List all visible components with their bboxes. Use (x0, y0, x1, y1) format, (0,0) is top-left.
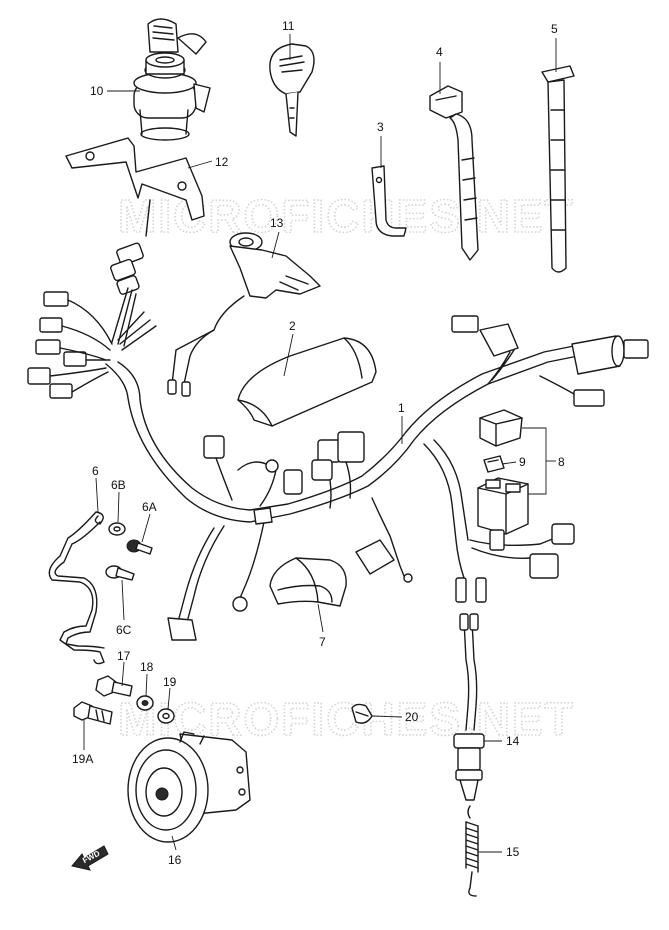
callout-13: 13 (270, 216, 284, 230)
callout-16: 16 (168, 853, 182, 867)
callout-8: 8 (558, 455, 565, 469)
callout-6: 6 (92, 464, 99, 478)
callout-6a: 6A (142, 500, 157, 514)
callout-5: 5 (551, 22, 558, 36)
fuse-part[interactable] (483, 455, 505, 473)
fuse-box-part[interactable] (477, 477, 529, 551)
callout-10: 10 (90, 84, 104, 98)
stop-switch-part[interactable] (453, 613, 485, 801)
bolt-17-part[interactable] (95, 675, 133, 697)
screw-6c-part[interactable] (105, 565, 135, 581)
callout-19a: 19A (72, 752, 93, 766)
screw-6a-part[interactable] (126, 539, 153, 555)
callout-2: 2 (289, 319, 296, 333)
callout-19: 19 (163, 675, 177, 689)
callout-7: 7 (319, 635, 326, 649)
callout-11: 11 (282, 19, 295, 33)
switch-holder-part[interactable] (167, 232, 321, 397)
callout-6c: 6C (116, 623, 132, 637)
callout-14: 14 (506, 734, 520, 748)
protector-part[interactable] (269, 557, 347, 607)
horn-part[interactable] (127, 731, 251, 843)
callout-20: 20 (405, 710, 419, 724)
callout-15: 15 (506, 845, 520, 859)
main-wiring-harness-part[interactable] (27, 199, 649, 641)
callout-1: 1 (398, 401, 405, 415)
leader-lines (83, 34, 557, 853)
strap-part[interactable] (541, 65, 575, 273)
half-tube-part[interactable] (237, 337, 377, 427)
relay-part[interactable] (479, 409, 523, 447)
spring-part[interactable] (465, 805, 479, 897)
washer-6b-part[interactable] (108, 522, 126, 536)
callout-9: 9 (519, 455, 526, 469)
ignition-bracket-part[interactable] (65, 137, 205, 221)
callout-12: 12 (215, 155, 229, 169)
callout-18: 18 (140, 660, 154, 674)
callout-4: 4 (436, 45, 443, 59)
ignition-switch-part[interactable] (133, 18, 211, 141)
wire-clamp-part[interactable] (351, 703, 373, 724)
callout-6b: 6B (111, 478, 126, 492)
band-part[interactable] (429, 85, 479, 261)
key-part[interactable] (269, 43, 315, 137)
washer-18-part[interactable] (136, 695, 154, 711)
forward-arrow-icon: FWD (71, 845, 109, 871)
washer-19-part[interactable] (157, 708, 175, 724)
wire-clip-part[interactable] (48, 511, 105, 665)
callout-17: 17 (117, 649, 131, 663)
callout-labels: 10 11 4 5 3 12 13 2 1 8 9 6 6B 6A 6C 7 1… (72, 19, 565, 867)
clamp-part[interactable] (371, 165, 407, 237)
bolt-19a-part[interactable] (73, 701, 113, 725)
callout-3: 3 (377, 120, 384, 134)
